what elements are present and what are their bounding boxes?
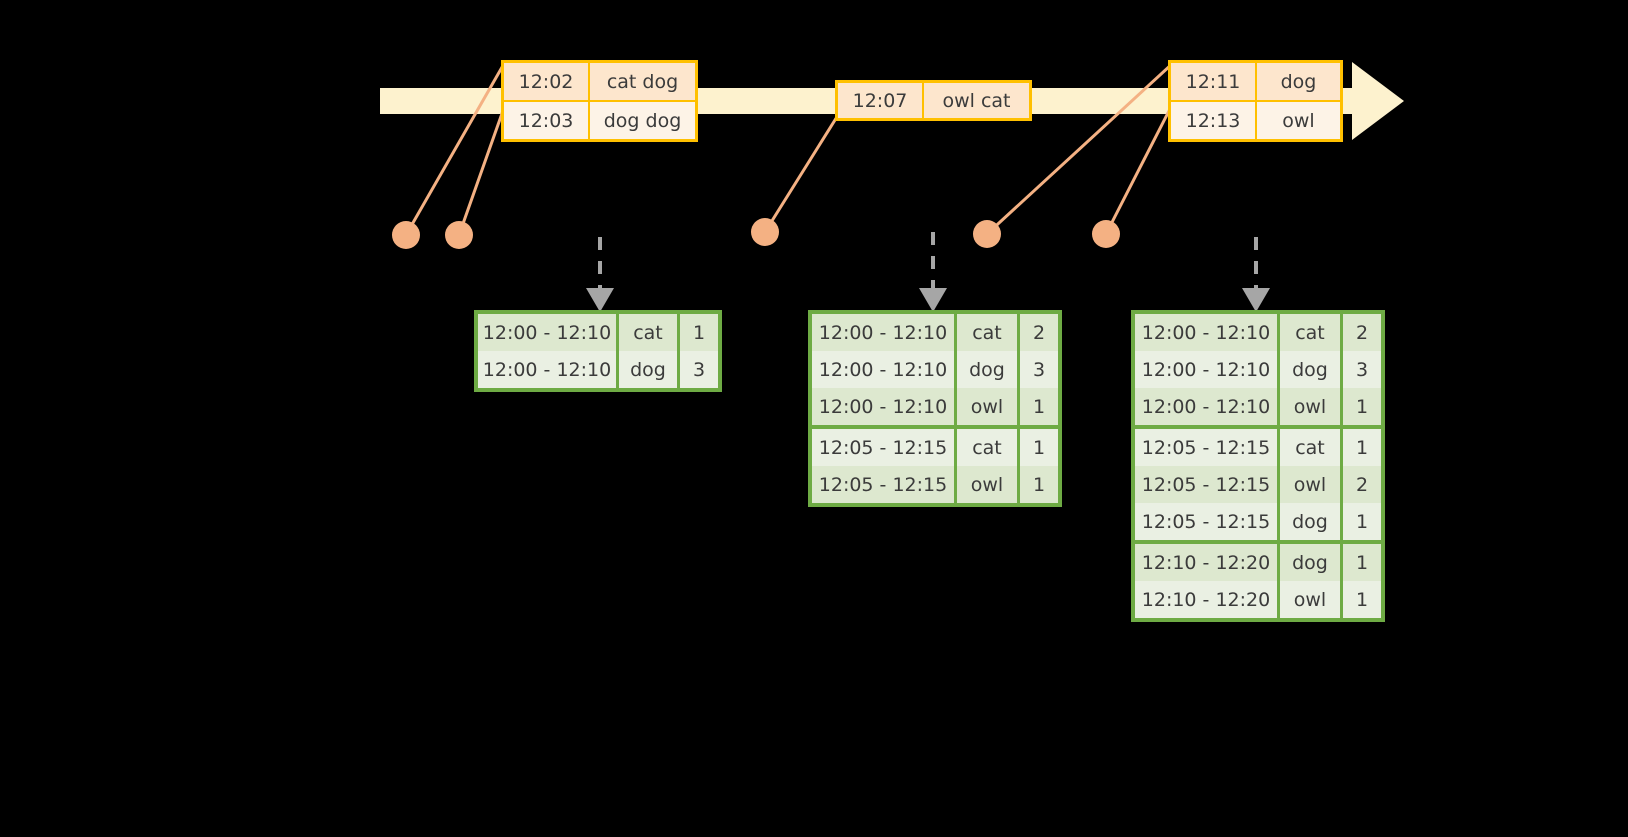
cell-count: 2	[1020, 314, 1058, 351]
flow-arrow-heads	[586, 288, 1270, 312]
cell-window: 12:00 - 12:10	[812, 388, 954, 425]
cell-window: 12:00 - 12:10	[812, 314, 954, 351]
cell-key: dog	[957, 351, 1017, 388]
event-time: 12:03	[504, 102, 590, 139]
cell-key: owl	[957, 388, 1017, 425]
cell-count: 1	[1343, 429, 1381, 466]
event-dot-3	[751, 218, 779, 246]
table-row: 12:00 - 12:10 dog 3	[812, 351, 1058, 388]
event-value: owl cat	[924, 83, 1029, 118]
cell-count: 2	[1343, 466, 1381, 503]
event-row: 12:13 owl	[1171, 100, 1340, 139]
cell-key: cat	[957, 429, 1017, 466]
table-row: 12:00 - 12:10 owl 1	[1135, 388, 1381, 425]
cell-window: 12:05 - 12:15	[812, 466, 954, 503]
event-row: 12:11 dog	[1171, 63, 1340, 100]
connector-line-3	[763, 111, 842, 233]
event-value: dog	[1257, 63, 1340, 100]
result-table-1[interactable]: 12:00 - 12:10 cat 1 12:00 - 12:10 dog 3	[474, 310, 722, 392]
cell-window: 12:00 - 12:10	[478, 351, 616, 388]
table-row: 12:05 - 12:15 cat 1	[1135, 429, 1381, 466]
event-time: 12:07	[838, 83, 924, 118]
cell-key: dog	[1280, 544, 1340, 581]
cell-key: dog	[1280, 351, 1340, 388]
cell-count: 2	[1343, 314, 1381, 351]
event-value: owl	[1257, 102, 1340, 139]
event-time: 12:02	[504, 63, 590, 100]
connector-line-1	[404, 61, 507, 236]
cell-count: 3	[1343, 351, 1381, 388]
event-time: 12:11	[1171, 63, 1257, 100]
cell-key: cat	[1280, 314, 1340, 351]
event-dot-2	[445, 221, 473, 249]
cell-window: 12:05 - 12:15	[1135, 466, 1277, 503]
flow-arrow-head-1	[586, 288, 614, 312]
event-row: 12:07 owl cat	[838, 83, 1029, 118]
table-row: 12:00 - 12:10 cat 1	[478, 314, 718, 351]
cell-count: 1	[1020, 466, 1058, 503]
cell-key: cat	[1280, 429, 1340, 466]
event-row: 12:03 dog dog	[504, 100, 695, 139]
table-row: 12:00 - 12:10 cat 2	[1135, 314, 1381, 351]
event-time: 12:13	[1171, 102, 1257, 139]
cell-window: 12:10 - 12:20	[1135, 544, 1277, 581]
event-box-1[interactable]: 12:02 cat dog 12:03 dog dog	[501, 60, 698, 142]
flow-arrow-head-3	[1242, 288, 1270, 312]
cell-key: dog	[1280, 503, 1340, 540]
cell-count: 3	[680, 351, 718, 388]
cell-window: 12:00 - 12:10	[1135, 388, 1277, 425]
cell-key: owl	[957, 466, 1017, 503]
cell-count: 1	[1020, 388, 1058, 425]
table-row: 12:10 - 12:20 dog 1	[1135, 544, 1381, 581]
table-row: 12:05 - 12:15 cat 1	[812, 429, 1058, 466]
event-dots	[392, 218, 1120, 249]
connector-lines	[404, 61, 1174, 236]
connector-line-2	[457, 104, 507, 236]
table-row: 12:00 - 12:10 dog 3	[1135, 351, 1381, 388]
table-row: 12:05 - 12:15 owl 1	[812, 466, 1058, 503]
event-value: cat dog	[590, 63, 695, 100]
cell-window: 12:05 - 12:15	[1135, 429, 1277, 466]
cell-key: owl	[1280, 466, 1340, 503]
flow-arrows	[598, 232, 1258, 290]
cell-count: 1	[1343, 388, 1381, 425]
cell-count: 3	[1020, 351, 1058, 388]
table-row: 12:05 - 12:15 dog 1	[1135, 503, 1381, 540]
event-box-2[interactable]: 12:07 owl cat	[835, 80, 1032, 121]
table-row: 12:00 - 12:10 dog 3	[478, 351, 718, 388]
cell-window: 12:00 - 12:10	[478, 314, 616, 351]
cell-key: cat	[619, 314, 677, 351]
event-dot-5	[1092, 220, 1120, 248]
cell-count: 1	[1343, 581, 1381, 618]
cell-count: 1	[1343, 503, 1381, 540]
cell-count: 1	[1343, 544, 1381, 581]
cell-count: 1	[1020, 429, 1058, 466]
event-row: 12:02 cat dog	[504, 63, 695, 100]
cell-key: dog	[619, 351, 677, 388]
table-row: 12:00 - 12:10 owl 1	[812, 388, 1058, 425]
cell-count: 1	[680, 314, 718, 351]
connector-line-4	[985, 62, 1174, 236]
cell-window: 12:00 - 12:10	[1135, 351, 1277, 388]
cell-key: cat	[957, 314, 1017, 351]
cell-window: 12:10 - 12:20	[1135, 581, 1277, 618]
result-table-2[interactable]: 12:00 - 12:10 cat 2 12:00 - 12:10 dog 3 …	[808, 310, 1062, 507]
event-value: dog dog	[590, 102, 695, 139]
connector-line-5	[1104, 104, 1174, 235]
cell-key: owl	[1280, 388, 1340, 425]
table-row: 12:05 - 12:15 owl 2	[1135, 466, 1381, 503]
cell-window: 12:05 - 12:15	[1135, 503, 1277, 540]
result-table-3[interactable]: 12:00 - 12:10 cat 2 12:00 - 12:10 dog 3 …	[1131, 310, 1385, 622]
event-dot-1	[392, 221, 420, 249]
cell-window: 12:00 - 12:10	[1135, 314, 1277, 351]
flow-arrow-head-2	[919, 288, 947, 312]
event-box-3[interactable]: 12:11 dog 12:13 owl	[1168, 60, 1343, 142]
cell-window: 12:00 - 12:10	[812, 351, 954, 388]
cell-key: owl	[1280, 581, 1340, 618]
table-row: 12:10 - 12:20 owl 1	[1135, 581, 1381, 618]
cell-window: 12:05 - 12:15	[812, 429, 954, 466]
table-row: 12:00 - 12:10 cat 2	[812, 314, 1058, 351]
event-dot-4	[973, 220, 1001, 248]
